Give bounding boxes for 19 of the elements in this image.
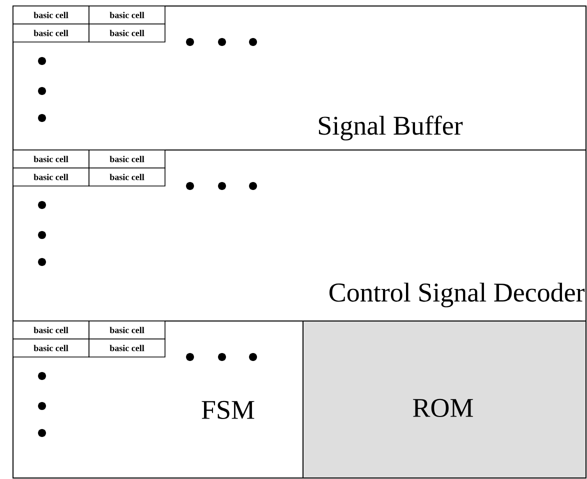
cell-box: basic cell — [88, 24, 166, 42]
block-label: FSM — [202, 400, 254, 420]
cell-box: basic cell — [12, 24, 90, 42]
cell-box: basic cell — [12, 168, 90, 186]
cell-box: basic cell — [88, 168, 166, 186]
cell-box: basic cell — [12, 338, 90, 358]
cell-box: basic cell — [88, 320, 166, 340]
cell-box: basic cell — [88, 150, 166, 168]
cell-box: basic cell — [12, 320, 90, 340]
block-box — [12, 150, 586, 322]
cell-box: basic cell — [88, 6, 166, 24]
block-label: ROM — [413, 398, 473, 418]
block-box — [302, 320, 586, 478]
cell-box: basic cell — [12, 150, 90, 168]
block-label: Signal Buffer — [318, 116, 463, 140]
block-box — [12, 6, 586, 150]
block-label: Control Signal Decoder — [329, 282, 585, 308]
cell-box: basic cell — [12, 6, 90, 24]
cell-box: basic cell — [88, 338, 166, 358]
